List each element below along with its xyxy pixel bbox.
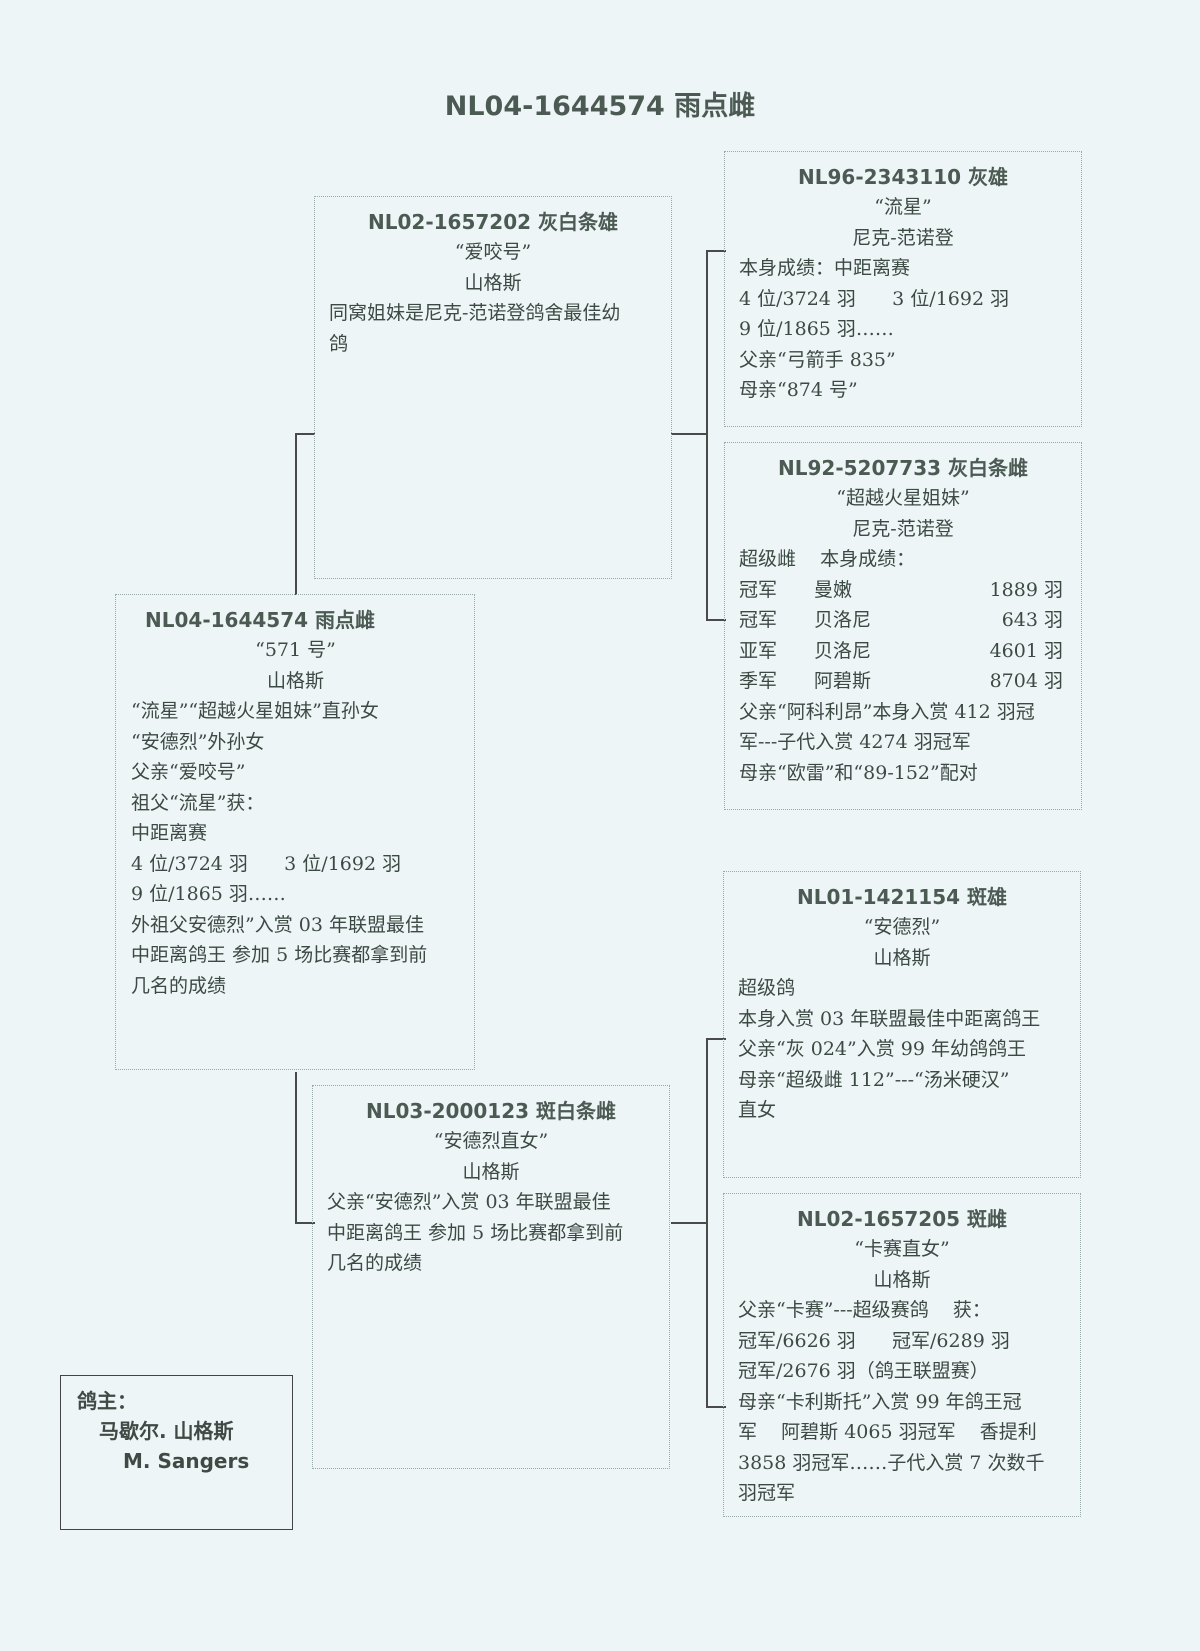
subject-line: 外祖父安德烈”入赏 03 年联盟最佳	[131, 913, 424, 936]
dam-card: NL03-2000123 斑白条雌 “安德烈直女” 山格斯 父亲“安德烈”入赏 …	[312, 1085, 670, 1469]
result-row: 季军 阿碧斯 8704 羽	[739, 666, 1067, 697]
connector-subject-sire-horizontal	[295, 433, 315, 435]
subject-line: 9 位/1865 羽……	[131, 883, 286, 905]
sire-sire-breeder: 尼克-范诺登	[852, 226, 954, 249]
dam-sire-card: NL01-1421154 斑雄 “安德烈” 山格斯 超级鸽 本身入赏 03 年联…	[723, 871, 1081, 1178]
result-count: 8704 羽	[989, 670, 1063, 692]
owner-box: 鸽主： 马歇尔. 山格斯 M. Sangers	[60, 1375, 293, 1530]
sire-line: 同窝姐妹是尼克-范诺登鸽舍最佳幼	[329, 302, 621, 324]
dam-dam-id: NL02-1657205 斑雌	[797, 1207, 1007, 1231]
sire-sire-line: 母亲“874 号”	[739, 379, 858, 401]
sire-breeder: 山格斯	[464, 271, 522, 294]
connector-sire-vertical	[706, 250, 708, 621]
owner-name-en: M. Sangers	[123, 1449, 250, 1473]
result-place: 曼嫩	[814, 578, 853, 601]
sire-sire-card: NL96-2343110 灰雄 “流星” 尼克-范诺登 本身成绩：中距离赛 4 …	[724, 151, 1082, 427]
connector-subject-sire-vertical	[295, 433, 297, 595]
dam-sire-line: 超级鸽	[738, 977, 796, 999]
dam-sire-line: 直女	[738, 1099, 777, 1121]
dam-name: “安德烈直女”	[433, 1130, 549, 1152]
subject-line: 4 位/3724 羽 3 位/1692 羽	[131, 852, 402, 875]
dam-dam-line: 羽冠军	[738, 1482, 796, 1504]
dam-sire-line: 父亲“灰 024”入赏 99 年幼鸽鸽王	[738, 1038, 1026, 1060]
dam-dam-line: 父亲“卡赛”---超级赛鸽 获：	[738, 1299, 991, 1321]
sire-line: 鸽	[329, 332, 349, 355]
sire-name: “爱咬号”	[454, 241, 532, 263]
sire-sire-line: 9 位/1865 羽……	[739, 318, 894, 340]
sire-sire-line: 父亲“弓箭手 835”	[739, 348, 896, 371]
connector-sire-sire-stub	[706, 250, 726, 252]
result-count: 643 羽	[1001, 609, 1063, 631]
result-place: 贝洛尼	[814, 609, 872, 631]
dam-line: 几名的成绩	[327, 1252, 423, 1274]
dam-breeder: 山格斯	[462, 1160, 520, 1183]
subject-line: 几名的成绩	[131, 974, 227, 997]
result-rank: 冠军	[739, 609, 778, 631]
dam-dam-name: “卡赛直女”	[854, 1238, 950, 1260]
subject-line: 中距离赛	[131, 822, 208, 844]
result-count: 4601 羽	[989, 639, 1063, 662]
dam-id: NL03-2000123 斑白条雌	[366, 1099, 616, 1123]
sire-dam-line: 父亲“阿科利昂”本身入赏 412 羽冠	[739, 700, 1035, 723]
subject-name: “571 号”	[255, 639, 336, 661]
dam-line: 中距离鸽王 参加 5 场比赛都拿到前	[327, 1221, 624, 1244]
dam-line: 父亲“安德烈”入赏 03 年联盟最佳	[327, 1191, 611, 1213]
dam-sire-line: 母亲“超级雌 112”---“汤米硬汉”	[738, 1068, 1010, 1091]
connector-dam-horizontal	[671, 1222, 707, 1224]
subject-line: “流星”“超越火星姐妹”直孙女	[131, 700, 379, 722]
dam-dam-line: 母亲“卡利斯托”入赏 99 年鸽王冠	[738, 1390, 1022, 1413]
sire-sire-id: NL96-2343110 灰雄	[798, 165, 1008, 189]
sire-sire-line: 4 位/3724 羽 3 位/1692 羽	[739, 287, 1010, 310]
sire-id: NL02-1657202 灰白条雄	[368, 210, 618, 234]
sire-dam-id: NL92-5207733 灰白条雌	[778, 456, 1028, 480]
owner-name-cn: 马歇尔. 山格斯	[99, 1419, 234, 1443]
dam-sire-breeder: 山格斯	[873, 946, 931, 969]
dam-dam-line: 冠军/6626 羽 冠军/6289 羽	[738, 1329, 1010, 1352]
result-row: 冠军 贝洛尼 643 羽	[739, 605, 1067, 636]
subject-card: NL04-1644574 雨点雌 “571 号” 山格斯 “流星”“超越火星姐妹…	[115, 594, 475, 1070]
owner-label: 鸽主：	[77, 1389, 137, 1413]
sire-card: NL02-1657202 灰白条雄 “爱咬号” 山格斯 同窝姐妹是尼克-范诺登鸽…	[314, 196, 672, 579]
connector-dam-sire-stub	[706, 1038, 726, 1040]
dam-dam-line: 3858 羽冠军……子代入赏 7 次数千	[738, 1451, 1045, 1474]
result-count: 1889 羽	[989, 578, 1063, 601]
subject-line: 父亲“爱咬号”	[131, 761, 246, 783]
subject-id: NL04-1644574 雨点雌	[145, 608, 375, 632]
subject-line: 中距离鸽王 参加 5 场比赛都拿到前	[131, 944, 428, 966]
connector-dam-dam-stub	[706, 1406, 726, 1408]
dam-dam-card: NL02-1657205 斑雌 “卡赛直女” 山格斯 父亲“卡赛”---超级赛鸽…	[723, 1193, 1081, 1517]
dam-dam-line: 冠军/2676 羽（鸽王联盟赛）	[738, 1360, 989, 1382]
connector-sire-dam-stub	[706, 619, 726, 621]
result-row: 亚军 贝洛尼 4601 羽	[739, 636, 1067, 667]
result-place: 贝洛尼	[814, 639, 872, 662]
result-row: 冠军 曼嫩 1889 羽	[739, 575, 1067, 606]
connector-dam-vertical	[706, 1038, 708, 1408]
sire-sire-name: “流星”	[874, 196, 932, 218]
connector-sire-horizontal	[671, 433, 707, 435]
sire-dam-card: NL92-5207733 灰白条雌 “超越火星姐妹” 尼克-范诺登 超级雌 本身…	[724, 442, 1082, 810]
result-place: 阿碧斯	[814, 670, 872, 692]
result-rank: 季军	[739, 670, 778, 692]
dam-sire-line: 本身入赏 03 年联盟最佳中距离鸽王	[738, 1007, 1041, 1030]
sire-sire-line: 本身成绩：中距离赛	[739, 257, 911, 279]
sire-dam-line: 母亲“欧雷”和“89-152”配对	[739, 761, 978, 784]
connector-subject-dam-horizontal	[295, 1222, 315, 1224]
result-rank: 亚军	[739, 639, 778, 662]
dam-sire-id: NL01-1421154 斑雄	[797, 885, 1007, 909]
sire-dam-breeder: 尼克-范诺登	[852, 517, 954, 540]
subject-breeder: 山格斯	[266, 669, 324, 692]
dam-sire-name: “安德烈”	[863, 916, 941, 938]
sire-dam-name: “超越火星姐妹”	[836, 487, 970, 509]
sire-dam-line: 军---子代入赏 4274 羽冠军	[739, 731, 971, 753]
page-title: NL04-1644574 雨点雌	[444, 91, 756, 122]
dam-dam-breeder: 山格斯	[873, 1268, 931, 1291]
connector-subject-dam-vertical	[295, 1072, 297, 1224]
subject-line: 祖父“流星”获：	[131, 791, 265, 814]
dam-dam-line: 军 阿碧斯 4065 羽冠军 香提利	[738, 1421, 1037, 1443]
subject-line: “安德烈”外孙女	[131, 730, 265, 753]
result-rank: 冠军	[739, 578, 778, 601]
sire-dam-intro: 超级雌 本身成绩：	[739, 548, 916, 570]
